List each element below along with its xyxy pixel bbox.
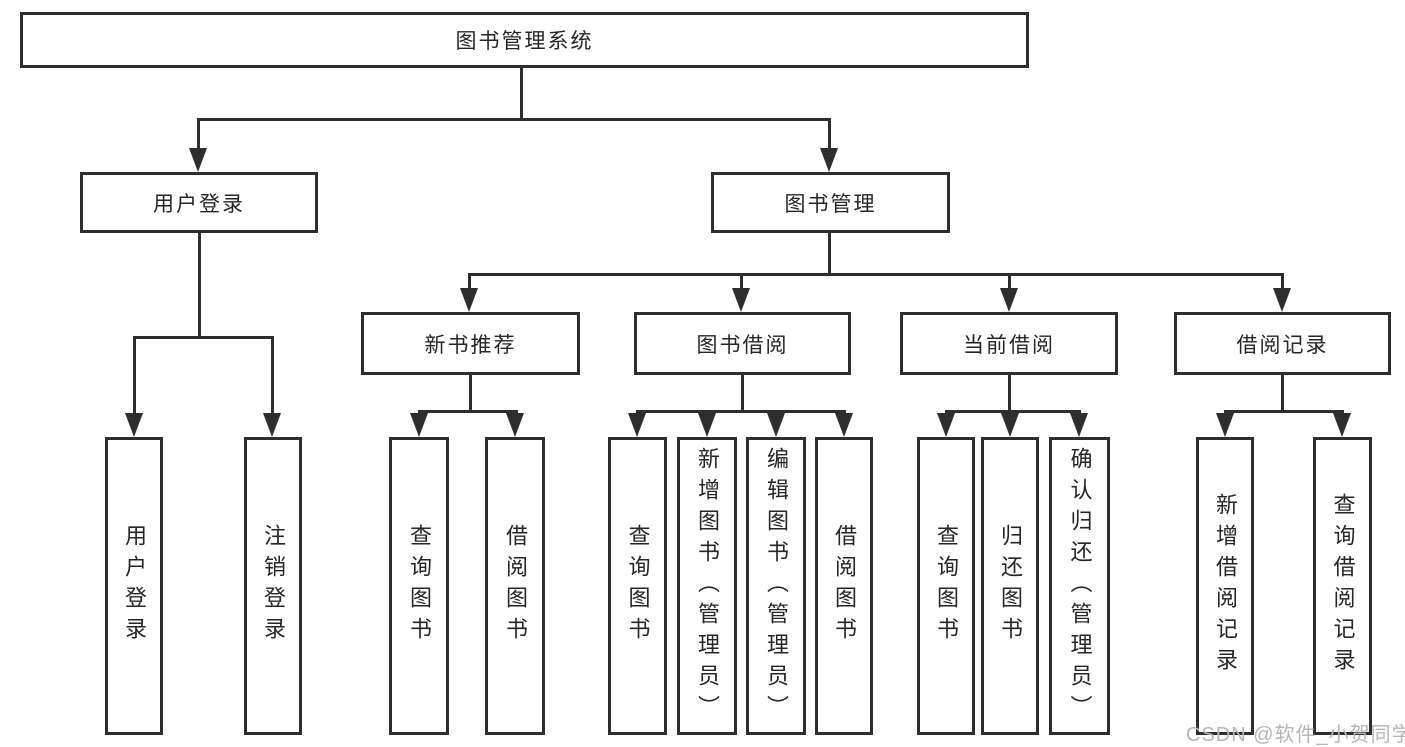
connector-drop (271, 336, 274, 414)
arrowhead-down (835, 413, 853, 437)
leaf-add-books-admin: 新增图书（管理员） (677, 437, 737, 735)
connector-bookmgmt-bar (468, 273, 1284, 276)
connector-drop (740, 273, 743, 289)
connector-userlogin-stem (198, 233, 201, 336)
arrowhead-down (1070, 413, 1088, 437)
leaf-edit-books-admin: 编辑图书（管理员） (746, 437, 806, 735)
arrowhead-down (1216, 413, 1234, 437)
connector-drop (828, 118, 831, 151)
node-new-book-recommendation: 新书推荐 (361, 312, 580, 375)
connector-stem (469, 375, 472, 410)
arrowhead-down (767, 413, 785, 437)
node-book-borrowing: 图书借阅 (634, 312, 851, 375)
leaf-query-books-current: 查询图书 (917, 437, 975, 735)
connector-root-bar (197, 118, 831, 121)
arrowhead-down (698, 413, 716, 437)
leaf-logout: 注销登录 (244, 437, 302, 735)
leaf-return-books: 归还图书 (981, 437, 1039, 735)
leaf-query-borrow-record: 查询借阅记录 (1313, 437, 1372, 735)
connector-stem (741, 375, 744, 410)
arrowhead-down (1000, 288, 1018, 312)
leaf-add-borrow-record: 新增借阅记录 (1196, 437, 1254, 735)
connector-bar (636, 410, 846, 413)
leaf-borrow-books-recommend: 借阅图书 (485, 437, 545, 735)
connector-bar (418, 410, 518, 413)
connector-bookmgmt-stem (828, 233, 831, 273)
arrowhead-down (189, 148, 207, 172)
connector-userlogin-bar (133, 336, 274, 339)
connector-stem (1008, 375, 1011, 410)
connector-drop (197, 118, 200, 151)
node-user-login: 用户登录 (80, 172, 318, 233)
arrowhead-down (506, 413, 524, 437)
arrowhead-down (460, 288, 478, 312)
arrowhead-down (1273, 288, 1291, 312)
arrowhead-down (1333, 413, 1351, 437)
node-book-management: 图书管理 (711, 172, 950, 233)
leaf-query-books-recommend: 查询图书 (389, 437, 449, 735)
arrowhead-down (410, 413, 428, 437)
arrowhead-down (628, 413, 646, 437)
arrowhead-down (125, 413, 143, 437)
connector-drop (1281, 273, 1284, 289)
leaf-user-login: 用户登录 (105, 437, 163, 735)
arrowhead-down (937, 413, 955, 437)
leaf-query-books-borrowing: 查询图书 (608, 437, 667, 735)
node-current-borrowing: 当前借阅 (900, 312, 1118, 375)
arrowhead-down (820, 148, 838, 172)
arrowhead-down (263, 413, 281, 437)
leaf-borrow-books: 借阅图书 (815, 437, 873, 735)
connector-bar (1224, 410, 1344, 413)
connector-drop (133, 336, 136, 414)
leaf-confirm-return-admin: 确认归还（管理员） (1049, 437, 1110, 735)
connector-drop (468, 273, 471, 289)
connector-drop (1008, 273, 1011, 289)
csdn-watermark: CSDN @软件_小贺同学 (1186, 724, 1405, 746)
arrowhead-down (732, 288, 750, 312)
connector-root-stem (520, 68, 523, 118)
node-root-book-management-system: 图书管理系统 (20, 12, 1029, 68)
arrowhead-down (1001, 413, 1019, 437)
node-borrowing-records: 借阅记录 (1174, 312, 1391, 375)
connector-stem (1281, 375, 1284, 410)
connector-bar (945, 410, 1081, 413)
